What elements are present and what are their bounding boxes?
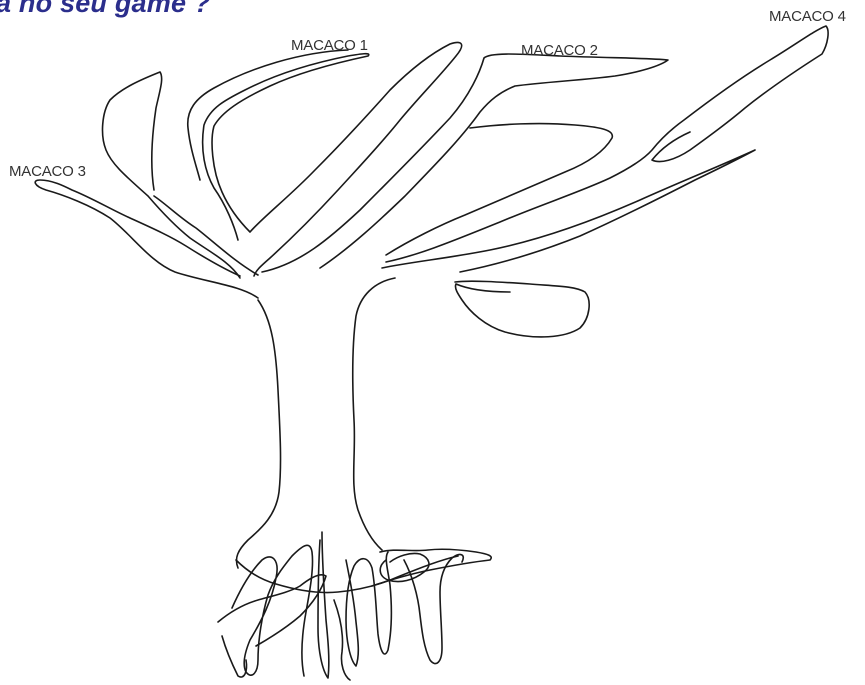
roots-scribble-low-left xyxy=(222,636,247,677)
branch-right-loop xyxy=(455,281,589,337)
branch-right-long xyxy=(382,150,755,272)
label-macaco-1: MACACO 1 xyxy=(291,37,368,54)
page-title: a no seu game ? xyxy=(0,0,211,19)
tree-trunk-right xyxy=(353,278,395,550)
label-macaco-3: MACACO 3 xyxy=(9,163,86,180)
tree-trunk-left xyxy=(236,300,280,568)
label-macaco-4: MACACO 4 xyxy=(769,8,846,25)
branch-center xyxy=(203,43,462,277)
roots-scribble-left xyxy=(232,545,313,676)
roots-scribble-center xyxy=(318,532,329,678)
label-macaco-2: MACACO 2 xyxy=(521,42,598,59)
roots-scribble-center-2 xyxy=(346,552,391,666)
branch-left-upper-contour xyxy=(154,196,258,275)
branch-right-inner xyxy=(386,124,612,255)
